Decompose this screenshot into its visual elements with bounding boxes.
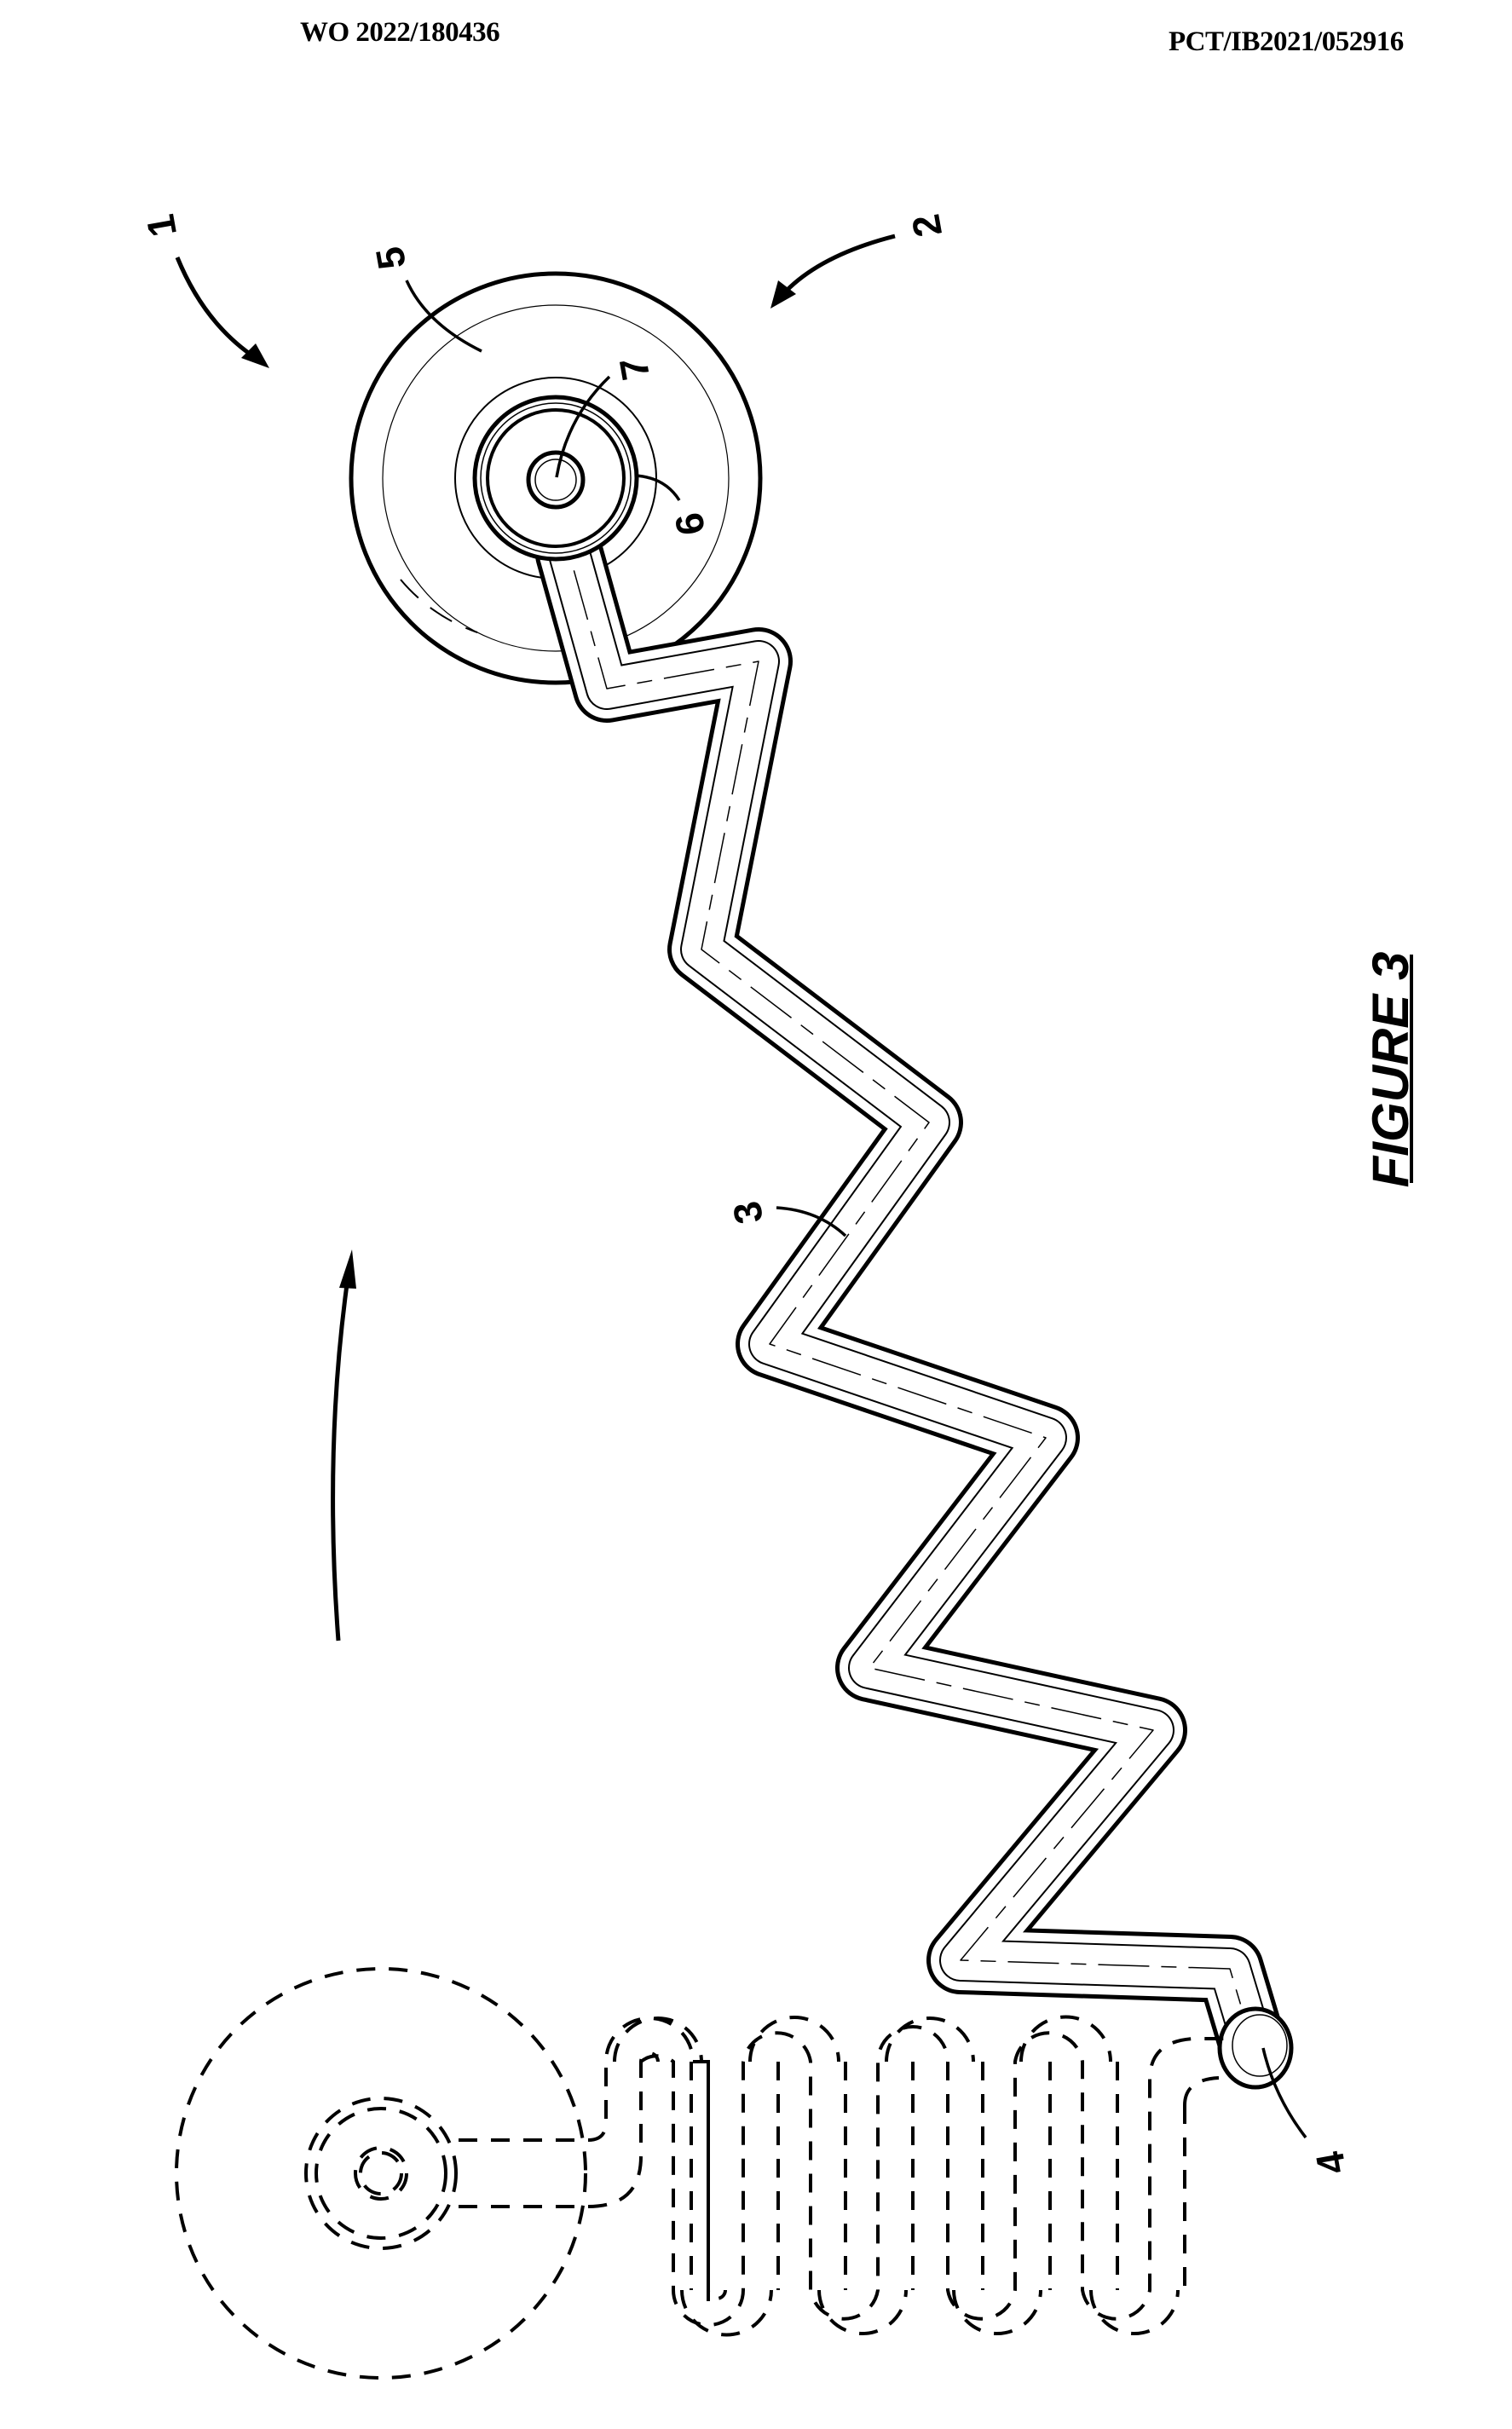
ref-numeral-1: 1	[137, 211, 185, 240]
arrowhead-icon	[770, 280, 796, 309]
reference-arrow-2: 2	[770, 211, 950, 309]
dashed-disc	[175, 1967, 587, 2380]
leader-3	[776, 1206, 847, 1238]
ref-numeral-4: 4	[1307, 2148, 1354, 2178]
leader-6	[634, 474, 681, 501]
ref-numeral-5: 5	[366, 244, 414, 273]
application-number: PCT/IB2021/052916	[1169, 26, 1404, 57]
leader-7	[555, 375, 611, 478]
ref-numeral-3: 3	[724, 1198, 771, 1227]
arrowhead-icon	[241, 343, 269, 368]
leader-5	[405, 280, 482, 353]
central-port	[526, 450, 586, 510]
dashed-configuration	[175, 1967, 1227, 2380]
figure-caption: FIGURE 3	[1362, 952, 1419, 1188]
publication-number: WO 2022/180436	[300, 17, 500, 48]
dashed-hub-outer	[304, 2097, 458, 2250]
dashed-hub-inner	[315, 2107, 447, 2240]
ref-numeral-2: 2	[903, 211, 950, 240]
serpentine-channel	[524, 447, 1287, 2080]
bulb-end	[1217, 2006, 1294, 2090]
leader-4	[1261, 2047, 1307, 2139]
arrowhead-icon	[339, 1249, 356, 1289]
reference-arrow-1: 1	[137, 211, 269, 368]
dashed-port-inner	[359, 2151, 403, 2195]
rotation-arrow	[331, 1249, 356, 1641]
leader-lines	[405, 280, 1307, 2139]
figure-label: FIGURE 3	[1362, 952, 1419, 1188]
dashed-port-outer	[354, 2146, 408, 2201]
